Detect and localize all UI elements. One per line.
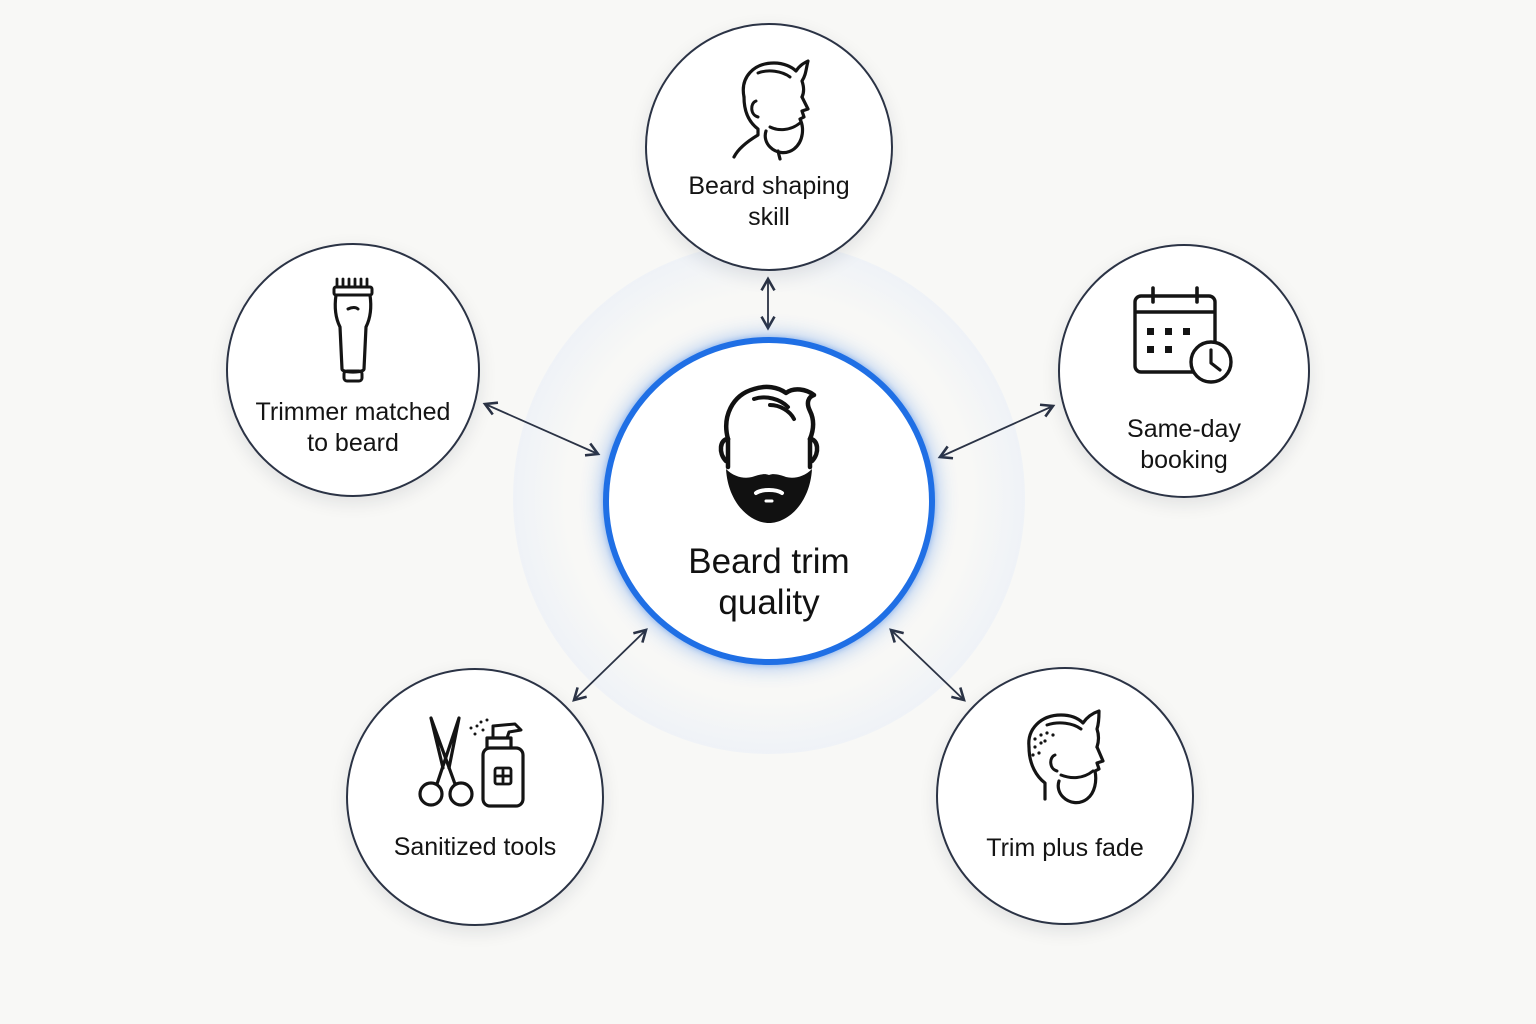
- connector-sanitized-tools: [572, 628, 648, 702]
- center-node: Beard trim quality: [603, 337, 935, 665]
- node-label: Trimmer matched to beard: [255, 398, 451, 457]
- node-same-day-booking: Same-day booking: [1058, 244, 1310, 498]
- node-trimmer-matched-to-beard: Trimmer matched to beard: [226, 243, 480, 497]
- node-label: Sanitized tools: [393, 833, 557, 861]
- hair-trimmer-icon: [332, 277, 374, 383]
- fade-haircut-profile-icon: [1027, 709, 1105, 805]
- node-label: Trim plus fade: [986, 834, 1144, 862]
- node-trim-plus-fade: Trim plus fade: [936, 667, 1194, 925]
- calendar-clock-icon: [1133, 286, 1233, 384]
- connector-same-day-booking: [937, 403, 1056, 460]
- node-sanitized-tools: Sanitized tools: [346, 668, 604, 926]
- bearded-profile-icon: [732, 59, 810, 161]
- connector-trim-plus-fade: [889, 628, 966, 702]
- connector-trimmer-matched-to-beard: [482, 401, 601, 457]
- node-label: Same-day booking: [1127, 415, 1241, 474]
- center-label: Beard trim quality: [688, 542, 850, 622]
- bearded-face-icon: [718, 384, 820, 523]
- node-beard-shaping-skill: Beard shaping skill: [645, 23, 893, 271]
- scissors-spray-icon: [418, 716, 525, 808]
- node-label: Beard shaping skill: [688, 172, 850, 231]
